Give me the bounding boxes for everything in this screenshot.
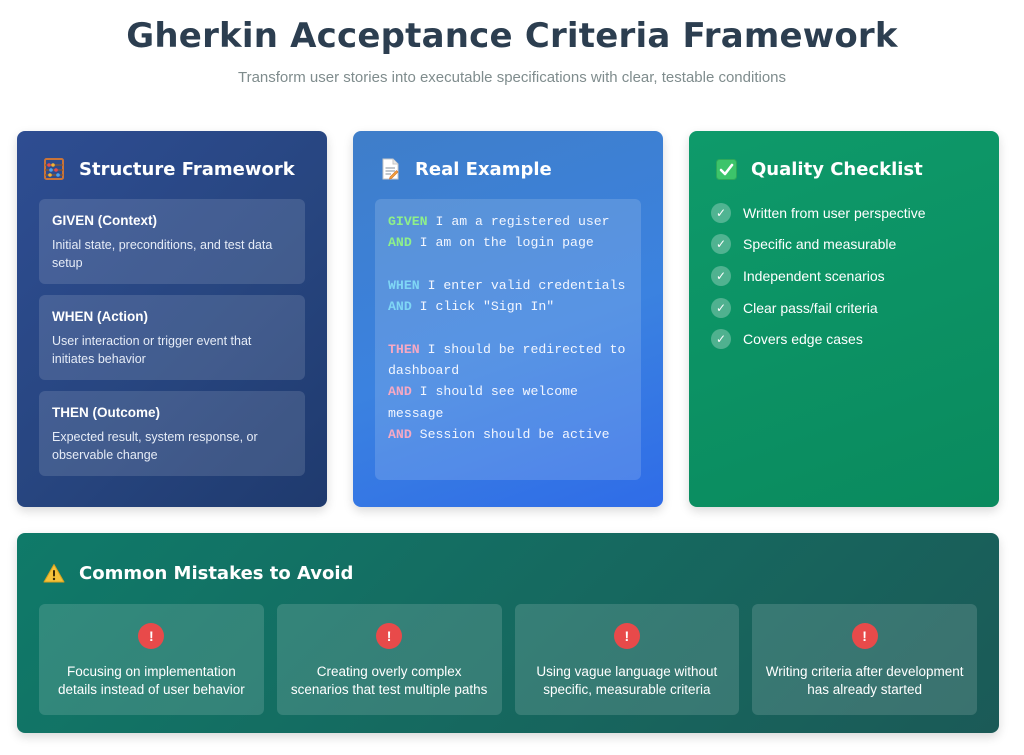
mistakes-grid: ! Focusing on implementation details ins… — [39, 604, 977, 715]
code-line-and: AND I should see welcome message — [388, 381, 628, 424]
check-icon: ✓ — [711, 265, 731, 286]
common-mistakes-title: Common Mistakes to Avoid — [79, 562, 354, 584]
checklist-item-label: Clear pass/fail criteria — [743, 299, 878, 316]
then-step: THEN (Outcome) Expected result, system r… — [39, 391, 305, 476]
checklist-item-label: Independent scenarios — [743, 267, 885, 284]
check-icon: ✓ — [711, 234, 731, 255]
code-line-then: THEN I should be redirected to dashboard — [388, 339, 628, 382]
code-line-when: WHEN I enter valid credentials — [388, 275, 628, 296]
code-text: I am a registered user — [427, 214, 610, 229]
real-example-card: Real Example GIVEN I am a registered use… — [353, 131, 663, 507]
keyword-and: AND — [388, 426, 412, 442]
real-example-header: Real Example — [375, 155, 641, 183]
keyword-when: WHEN — [388, 277, 420, 293]
memo-icon — [379, 158, 401, 180]
keyword-and: AND — [388, 384, 412, 400]
code-spacer — [388, 254, 628, 275]
common-mistakes-card: Common Mistakes to Avoid ! Focusing on i… — [17, 533, 999, 733]
code-spacer — [388, 317, 628, 338]
mistake-text: Writing criteria after development has a… — [765, 664, 964, 697]
check-box-icon — [715, 158, 737, 180]
abacus-icon — [43, 158, 65, 180]
code-text: I should see welcome message — [388, 384, 586, 421]
code-text: I enter valid credentials — [419, 277, 626, 293]
code-text: I am on the login page — [411, 235, 594, 251]
step-title: THEN (Outcome) — [52, 405, 160, 420]
code-line-and: AND I click "Sign In" — [388, 296, 628, 317]
when-step: WHEN (Action) User interaction or trigge… — [39, 295, 305, 380]
checklist-item-label: Specific and measurable — [743, 236, 897, 253]
code-line-and: AND I am on the login page — [388, 232, 628, 253]
structure-framework-header: Structure Framework — [39, 155, 305, 183]
quality-checklist-card: Quality Checklist ✓ Written from user per… — [689, 131, 999, 507]
keyword-then: THEN — [388, 341, 420, 357]
checklist-item-label: Covers edge cases — [743, 331, 863, 348]
alert-icon: ! — [138, 623, 165, 649]
keyword-and: AND — [388, 235, 412, 251]
page-subtitle: Transform user stories into executable s… — [237, 69, 787, 86]
quality-checklist-title: Quality Checklist — [751, 158, 923, 180]
checklist: ✓ Written from user perspective ✓ Specific… — [711, 197, 977, 355]
step-title: WHEN (Action) — [52, 309, 148, 324]
checklist-item: ✓ Written from user perspective — [711, 197, 977, 229]
alert-icon: ! — [613, 623, 640, 649]
code-text: I click "Sign In" — [411, 299, 555, 315]
step-description: Initial state, preconditions, and test d… — [52, 238, 273, 271]
checklist-item: ✓ Independent scenarios — [711, 260, 977, 292]
step-title: GIVEN (Context) — [52, 213, 158, 228]
mistake-card: ! Writing criteria after development has… — [752, 604, 977, 715]
mistake-card: ! Creating overly complex scenarios that… — [276, 604, 502, 715]
checklist-item-label: Written from user perspective — [743, 204, 926, 221]
gherkin-code-block: GIVEN I am a registered user AND I am on… — [375, 199, 641, 480]
structure-framework-card: Structure Framework GIVEN (Context) Init… — [17, 131, 327, 507]
mistake-text: Using vague language without specific, m… — [536, 664, 718, 697]
given-step: GIVEN (Context) Initial state, precondit… — [39, 199, 305, 284]
code-line-and: AND Session should be active — [388, 424, 628, 445]
alert-icon: ! — [376, 623, 403, 649]
check-icon: ✓ — [711, 202, 731, 223]
checklist-item: ✓ Specific and measurable — [711, 229, 977, 261]
step-description: User interaction or trigger event that i… — [52, 334, 252, 367]
mistake-text: Focusing on implementation details inste… — [57, 664, 245, 697]
check-icon: ✓ — [711, 297, 731, 318]
common-mistakes-header: Common Mistakes to Avoid — [39, 559, 977, 587]
alert-icon: ! — [851, 623, 878, 649]
keyword-given: GIVEN — [388, 214, 428, 229]
checklist-item: ✓ Clear pass/fail criteria — [711, 292, 977, 324]
checklist-item: ✓ Covers edge cases — [711, 323, 977, 355]
real-example-title: Real Example — [415, 158, 552, 180]
mistake-card: ! Focusing on implementation details ins… — [39, 604, 264, 715]
mistake-text: Creating overly complex scenarios that t… — [290, 664, 488, 697]
structure-framework-title: Structure Framework — [79, 158, 295, 180]
warning-icon — [43, 562, 65, 584]
quality-checklist-header: Quality Checklist — [711, 155, 977, 183]
mistake-card: ! Using vague language without specific,… — [514, 604, 740, 715]
code-text: Session should be active — [411, 426, 610, 442]
step-description: Expected result, system response, or obs… — [52, 430, 258, 463]
page-title: Gherkin Acceptance Criteria Framework — [126, 16, 898, 56]
keyword-and: AND — [388, 299, 412, 315]
code-text: I should be redirected to dashboard — [388, 341, 634, 379]
code-line-given: GIVEN I am a registered user — [388, 211, 628, 232]
check-icon: ✓ — [711, 329, 731, 350]
